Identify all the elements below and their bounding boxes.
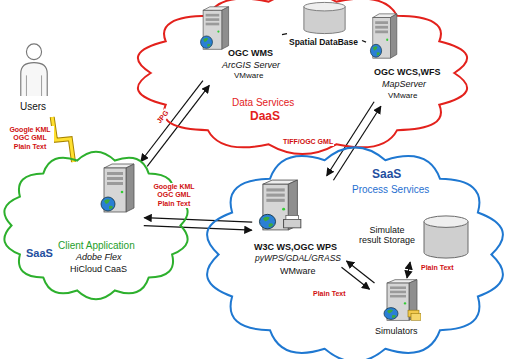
arrow-connector [282,34,287,35]
database-icon [422,214,470,260]
server-node: Simulators [372,278,430,340]
edge-label: Google KML OGC GML Plain Text [6,126,54,151]
node-label: WMware [280,266,316,276]
edge-label: TIFF/OGC GML [282,138,334,146]
node-label: SaaS [372,168,401,182]
node-label: pyWPS/GDAL/GRASS [255,254,341,264]
server-icon [98,162,138,214]
node-label: VMware [388,91,417,100]
edge-label: Google KML OGC GML Plain Text [150,183,198,208]
database-icon [302,1,347,35]
database-node: Simulate result Storage [358,212,472,262]
node-label: OGC WCS,WFS [374,67,441,77]
server-icon [256,178,302,232]
node-label: SaaS [26,247,53,260]
server-icon [368,12,400,60]
user-node: Users [12,42,57,117]
user-icon [17,42,51,96]
node-label: W3C WS,OGC WPS [254,242,337,252]
edge-label: Plain Text [312,290,347,298]
server-icon [198,5,232,51]
node-label: Spatial DataBase [289,38,358,48]
node-label: OGC WMS [228,48,273,58]
lightning-bolt [52,117,73,162]
server-node: OGC WMS ArcGIS ServerVMware [190,5,282,83]
edge-label: Plain Text [420,264,455,272]
server-node: OGC WCS,WFS MapServerVMware [366,12,448,104]
edge-label: JPG [155,108,171,126]
server-icon [256,178,302,232]
server-icon [368,12,400,60]
arrow-connector [144,226,252,230]
server-node: Client ApplicationAdobe FlexHiCloud CaaS [58,162,144,278]
node-label: Simulate result Storage [358,225,416,246]
arrow-connector [407,262,410,278]
database-icon [422,214,470,260]
user-icon [17,42,51,96]
node-label: Adobe Flex [76,252,122,262]
cloud-region: Data ServicesDaaSOGC WMSArcGIS ServerVMw… [130,0,475,158]
server-icon [98,162,138,214]
server-icon [381,278,421,322]
arrow-connector [347,261,375,283]
node-label: DaaS [250,110,280,124]
node-label: MapServer [382,79,426,89]
node-label: Client Application [58,240,135,252]
node-label: ArcGIS Server [222,60,280,70]
cloud-region: SaaS Client ApplicationAdobe FlexHiCloud … [0,148,192,303]
arrow-connector [342,267,370,289]
node-label: Users [20,101,46,113]
node-label: VMware [234,71,263,80]
lightning-outline [52,117,73,162]
database-node: Spatial DataBase [287,0,362,52]
server-icon [381,278,421,322]
cloud-region: SaaS Process ServicesW3C WS,OGC WPS pyWPS/… [200,142,510,359]
server-icon [198,5,232,51]
node-label: Data Services [232,97,294,109]
arrow-connector [141,81,203,162]
lightning-connector [52,117,73,162]
node-label: Process Services [352,184,429,196]
node-label: Simulators [375,326,418,336]
server-node: W3C WS,OGC WPS pyWPS/GDAL/GRASS WMware [252,178,344,278]
node-label: HiCloud CaaS [70,264,127,274]
cloud-outline [0,148,192,303]
arrow-connector [362,41,366,43]
database-icon [302,1,347,35]
arrow-connector [144,218,252,222]
